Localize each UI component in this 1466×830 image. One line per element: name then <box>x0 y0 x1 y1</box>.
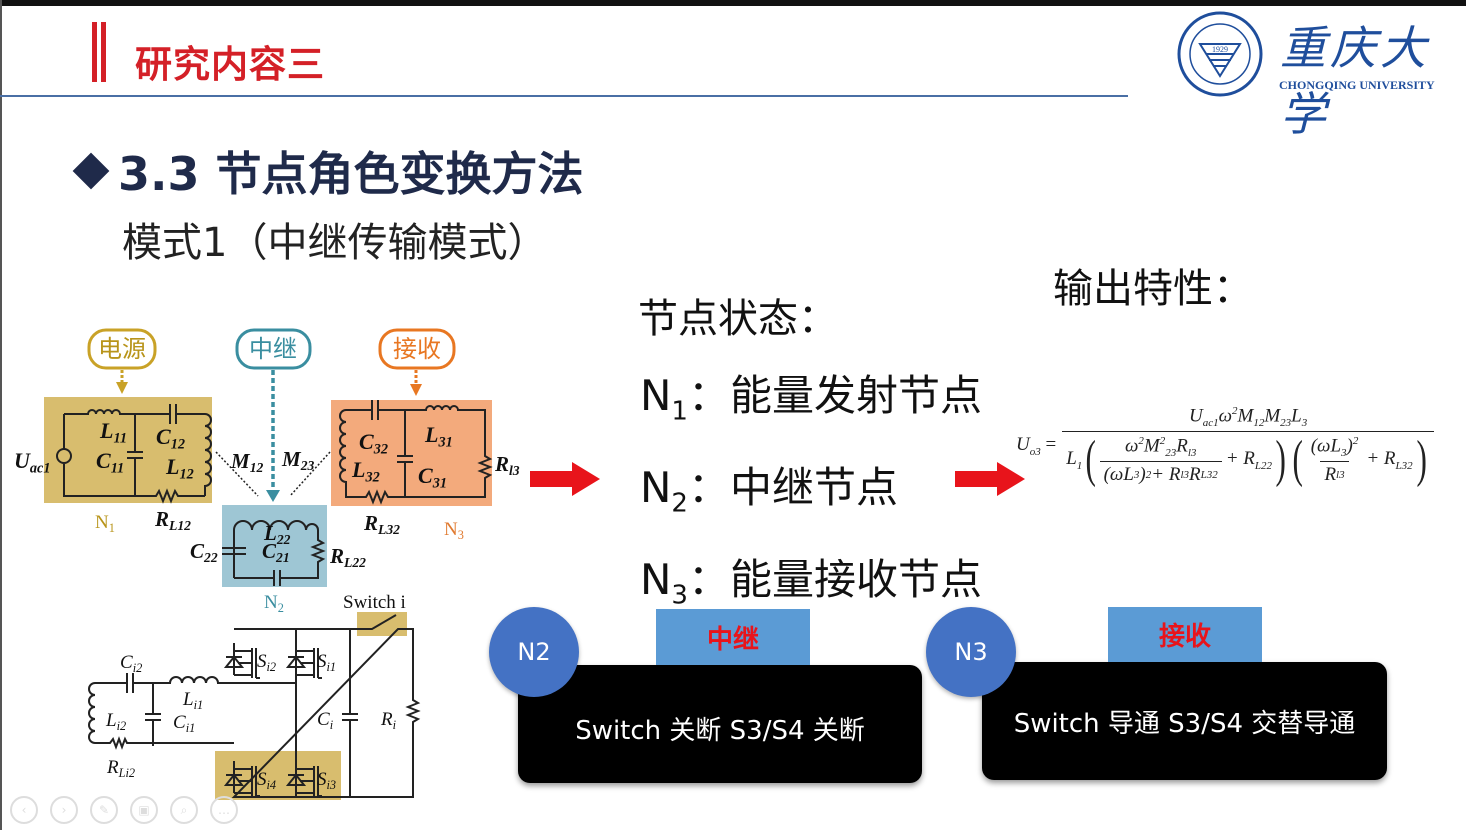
formula-t2-num: (ωL3)2 <box>1310 434 1359 459</box>
mosfet-icon <box>285 643 322 679</box>
switch-label: Switch i <box>343 592 406 613</box>
circuit-label-l32: L32 <box>351 457 380 485</box>
node-states-title: 节点状态： <box>638 296 838 342</box>
circuit-label-c21: C21 <box>262 539 290 565</box>
university-english-name: CHONGQING UNIVERSITY <box>1279 78 1435 92</box>
right-arrow-icon <box>530 462 600 496</box>
role-tab-n3: 接收 <box>1108 607 1262 662</box>
mosfet-icon <box>223 761 260 797</box>
circuit-label-si1: Si1 <box>317 651 336 674</box>
right-arrow-icon <box>955 462 1025 496</box>
section-heading-text: 3.3 节点角色变换方法 <box>118 147 584 201</box>
circuit-label-m12: M12 <box>230 449 264 475</box>
circuit-label-n3: N3 <box>444 519 464 542</box>
circuit-label-li1: Li1 <box>182 689 203 712</box>
mode-card-n3: Switch 导通 S3/S4 交替导通 <box>982 662 1387 780</box>
formula-t1-num: ω2M223Rl3 <box>1124 434 1197 459</box>
tag-source: 电源 <box>98 336 146 363</box>
zoom-icon[interactable]: ⌕ <box>170 796 198 824</box>
circuit-label-rl22: RL22 <box>329 544 366 570</box>
seal-year: 1929 <box>1212 45 1228 54</box>
circuit-label-l12: L12 <box>165 454 194 482</box>
node-badge-n3: N3 <box>926 607 1016 697</box>
circuit-label-c12: C12 <box>156 424 185 452</box>
mosfet-icon <box>223 643 260 679</box>
circuit-label-si2: Si2 <box>257 651 276 674</box>
tag-relay: 中继 <box>249 336 297 363</box>
window-top-bar <box>0 0 1466 6</box>
circuit-label-c32: C32 <box>359 429 388 457</box>
circuit-label-ci: Ci <box>317 709 334 732</box>
mosfet-icon <box>285 761 322 797</box>
university-name-logo: 重庆大学 <box>1280 21 1430 141</box>
circuit-label-c22: C22 <box>190 539 218 565</box>
formula-den-l1: L1 <box>1066 448 1083 473</box>
tag-receive: 接收 <box>393 336 441 363</box>
formula-t1-add: + RL22 <box>1225 448 1273 473</box>
slides-grid-icon[interactable]: ▣ <box>130 796 158 824</box>
formula-t2-add: + RL32 <box>1366 448 1413 473</box>
circuit-label-l22: L22 <box>263 521 291 547</box>
next-slide-icon[interactable]: › <box>50 796 78 824</box>
node-state-n1: N1：能量发射节点 <box>640 371 982 427</box>
circuit-label-n1: N1 <box>95 512 115 535</box>
mode-card-n2: Switch 关断 S3/S4 关断 <box>518 665 922 783</box>
output-title: 输出特性： <box>1053 266 1253 312</box>
pen-icon[interactable]: ✎ <box>90 796 118 824</box>
title-bar-accent <box>92 22 97 82</box>
circuit-label-si3: Si3 <box>317 769 336 792</box>
previous-slide-icon[interactable]: ‹ <box>10 796 38 824</box>
more-options-icon[interactable]: … <box>210 796 238 824</box>
node-state-n3: N3：能量接收节点 <box>640 555 982 611</box>
circuit-label-ci2: Ci2 <box>120 652 142 675</box>
circuit-label-c11: C11 <box>96 448 124 476</box>
header-divider <box>0 95 1128 97</box>
title-bar-accent <box>101 22 106 82</box>
node-badge-n2: N2 <box>489 607 579 697</box>
circuit-label-rl32: RL32 <box>363 511 400 537</box>
section-heading: 3.3 节点角色变换方法 <box>72 138 584 204</box>
circuit-label-ci1: Ci1 <box>173 712 195 735</box>
circuit-label-l11: L11 <box>99 418 127 446</box>
circuit-label-rl12: RL12 <box>154 507 191 533</box>
node-state-n2: N2：中继节点 <box>640 463 898 519</box>
circuit-label-n2: N2 <box>264 592 284 615</box>
circuit-label-ri: Ri <box>380 709 397 732</box>
circuit-label-rli2: RLi2 <box>106 757 135 780</box>
window-left-edge <box>0 0 2 830</box>
circuit-label-li2: Li2 <box>105 710 126 733</box>
circuit-label-m23: M23 <box>281 447 315 473</box>
circuit-label-rl3: Rl3 <box>494 452 520 478</box>
circuit-label-l31: L31 <box>424 422 453 450</box>
circuit-label-si4: Si4 <box>257 769 276 792</box>
mode-subtitle: 模式1（中继传输模式） <box>122 220 548 266</box>
role-tab-n2: 中继 <box>656 609 810 665</box>
formula-numerator: Uac1ω2M12M23L3 <box>1188 405 1308 430</box>
slide-title: 研究内容三 <box>135 43 325 86</box>
circuit-label-uac1: Uac1 <box>14 448 51 476</box>
university-seal-logo: 1929 <box>1176 10 1264 98</box>
circuit-label-c31: C31 <box>418 463 447 491</box>
